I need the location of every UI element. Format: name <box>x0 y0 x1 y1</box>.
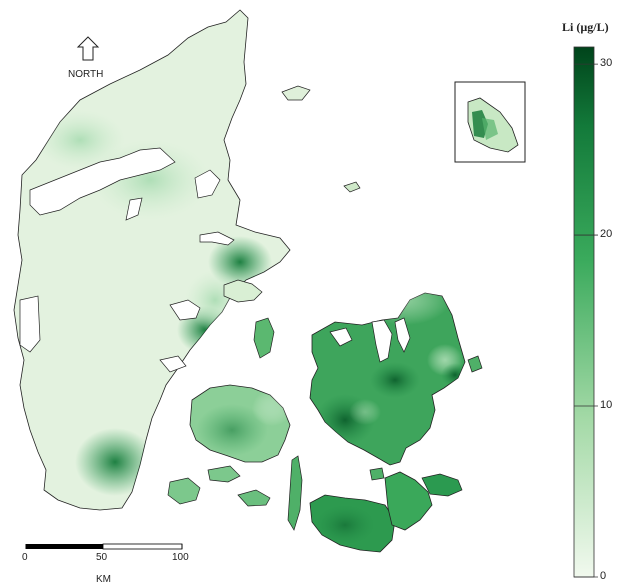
bornholm-inset <box>454 81 526 163</box>
anholt-island <box>343 181 361 193</box>
aero-island <box>237 489 271 507</box>
color-bar <box>573 46 598 578</box>
mon-island <box>421 473 463 497</box>
colorbar-tick-label: 30 <box>600 57 613 70</box>
scale-tick-0: 0 <box>22 552 28 563</box>
als-island <box>167 477 201 505</box>
falster-region <box>384 471 433 531</box>
langeland-island <box>287 455 303 531</box>
north-label: NORTH <box>68 69 104 80</box>
samso-island <box>253 317 275 359</box>
colorbar-tick-label: 20 <box>600 228 613 241</box>
lolland-region <box>309 494 396 553</box>
small-island <box>467 355 483 373</box>
zealand-region <box>309 292 466 466</box>
fyn-region <box>189 384 291 463</box>
small-island <box>369 467 385 481</box>
colorbar-tick-label: 0 <box>600 570 607 582</box>
djursland-bay <box>223 279 263 303</box>
laeso-island <box>281 85 311 101</box>
scale-unit-label: KM <box>96 574 111 585</box>
legend-title: Li (µg/L) <box>562 20 609 34</box>
south-funen-islands <box>207 465 241 483</box>
scale-tick-100: 100 <box>172 552 189 563</box>
colorbar-tick-label: 10 <box>600 399 613 412</box>
scale-tick-50: 50 <box>96 552 108 563</box>
scale-bar <box>25 543 183 550</box>
north-arrow-icon <box>76 36 100 61</box>
